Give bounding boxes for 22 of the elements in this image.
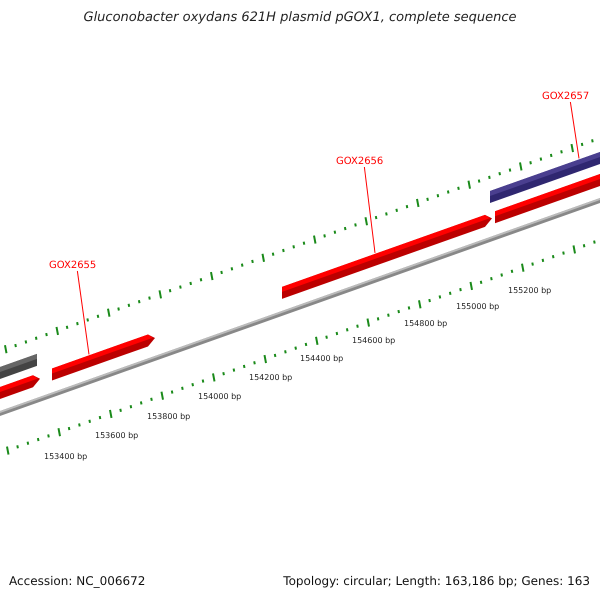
footer-text: Accession: NC_006672 [9, 574, 146, 588]
position-label: 154600 bp [352, 336, 396, 345]
position-label: 153600 bp [95, 431, 138, 440]
gene-label: GOX2655 [49, 260, 96, 271]
gene-block [495, 172, 600, 224]
position-label: 155200 bp [508, 286, 552, 295]
gene-label: GOX2657 [542, 91, 590, 102]
position-label: 154800 bp [404, 319, 448, 328]
gene-block [52, 334, 155, 381]
footer-text: Topology: circular; Length: 163,186 bp; Genes: 163 [283, 574, 590, 588]
position-label: 154200 bp [249, 373, 292, 382]
leader-line [76, 270, 90, 355]
gene-block [282, 214, 492, 299]
position-label: 154400 bp [300, 354, 344, 363]
gene-block [0, 375, 40, 401]
leader-line [570, 102, 580, 159]
position-label: 154000 bp [198, 392, 242, 401]
position-label: 153800 bp [147, 412, 190, 421]
leader-line [364, 166, 376, 254]
map-title: Gluconobacter oxydans 621H plasmid pGOX1, complete sequence [82, 10, 518, 25]
position-label: 153400 bp [44, 452, 88, 461]
gene-label: GOX2656 [336, 156, 384, 167]
